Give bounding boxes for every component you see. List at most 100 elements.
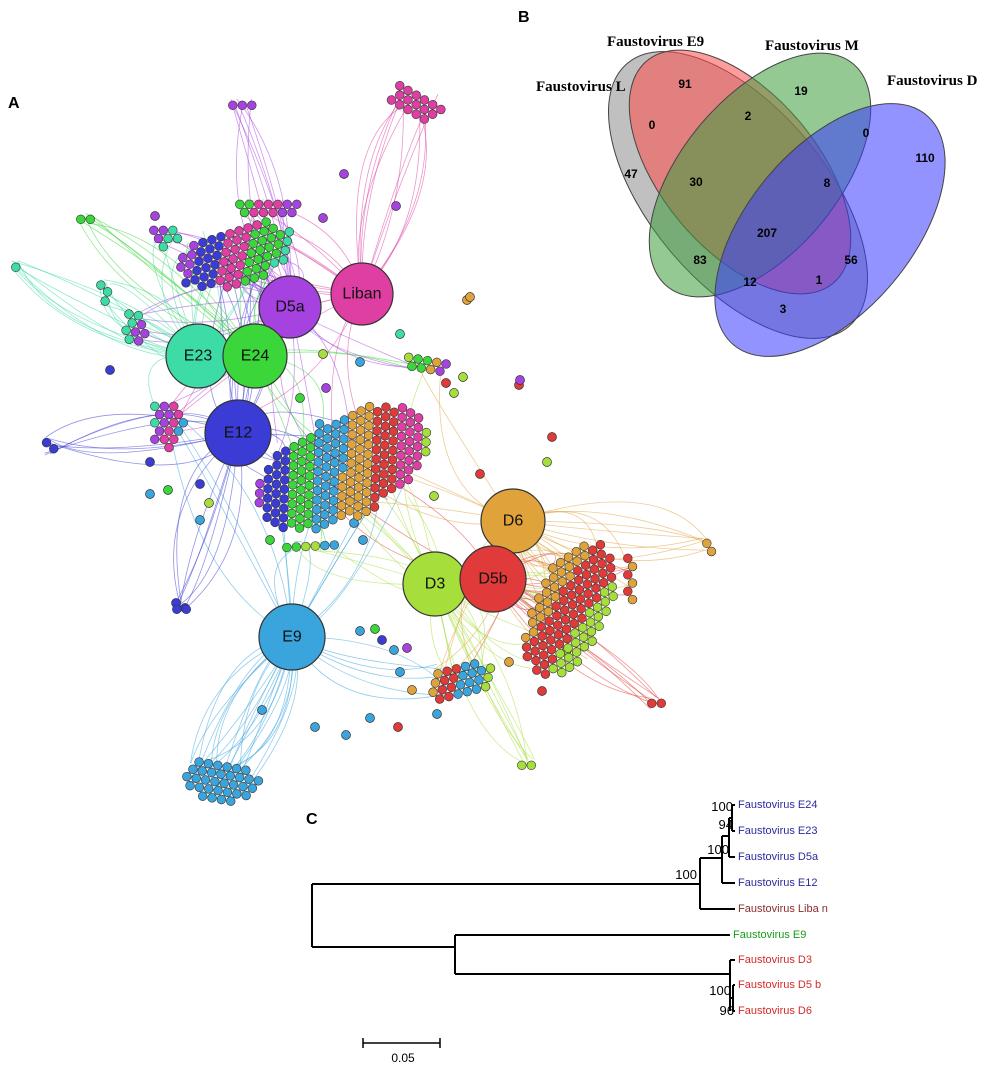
gene-node: [421, 437, 431, 447]
gene-node: [396, 441, 406, 451]
gene-node: [480, 682, 491, 692]
gene-node: [297, 437, 308, 448]
gene-node: [194, 782, 205, 792]
hub-liban: Liban: [330, 262, 394, 326]
gene-node: [397, 422, 407, 432]
venn-count-e9-d: 56: [844, 253, 858, 267]
gene-node: [465, 677, 475, 688]
network-edge: [434, 583, 526, 765]
venn-count-m-d: 0: [863, 126, 870, 140]
gene-node: [380, 431, 390, 441]
gene-node: [559, 595, 569, 606]
gene-node: [258, 270, 269, 280]
gene-node: [347, 439, 357, 449]
gene-node: [295, 513, 305, 524]
gene-node: [563, 552, 574, 562]
gene-node: [282, 236, 293, 246]
gene-node: [377, 635, 387, 645]
gene-node: [419, 114, 430, 124]
gene-node: [551, 601, 561, 611]
gene-node: [280, 475, 290, 485]
gene-node: [173, 409, 184, 420]
gene-node: [153, 233, 164, 244]
gene-node: [168, 225, 178, 236]
gene-node: [355, 626, 365, 636]
gene-node: [413, 432, 423, 442]
gene-node: [178, 253, 188, 263]
gene-node: [288, 470, 298, 481]
gene-node: [393, 722, 403, 732]
gene-node: [370, 473, 381, 484]
gene-node: [136, 319, 147, 330]
gene-node: [254, 488, 265, 498]
gene-cluster: [149, 225, 183, 252]
gene-node: [313, 447, 324, 458]
venn-count-l-e9: 0: [649, 118, 656, 132]
gene-node: [561, 624, 572, 634]
gene-node: [521, 642, 532, 652]
tree-leaf-e24: Faustovirus E24: [738, 799, 817, 811]
venn-count-e9-m: 2: [745, 109, 752, 123]
gene-node: [208, 269, 218, 279]
gene-node: [372, 435, 382, 445]
hub-e9-node: [258, 603, 326, 671]
hub-d5b: D5b: [459, 545, 527, 613]
gene-node: [234, 772, 245, 783]
gene-node: [296, 466, 307, 476]
gene-node: [187, 250, 197, 260]
gene-node: [281, 446, 291, 456]
gene-node: [536, 621, 546, 632]
gene-node: [304, 480, 314, 491]
gene-node: [370, 483, 380, 493]
tree-branches: [311, 804, 735, 1012]
hub-d5b-label: D5b: [478, 571, 507, 588]
gene-node: [379, 459, 389, 470]
gene-node: [361, 487, 372, 498]
gene-node: [339, 169, 349, 179]
venn-count-l-m: 83: [693, 253, 707, 267]
tree-leaf-liban: Faustovirus Liba n: [738, 903, 828, 915]
gene-node: [239, 241, 249, 252]
hub-e23-label: E23: [184, 348, 213, 365]
gene-cluster: [182, 757, 264, 806]
gene-node: [605, 563, 616, 573]
gene-node: [235, 260, 245, 270]
gene-node: [537, 631, 547, 641]
gene-node: [313, 466, 323, 477]
gene-node: [261, 217, 271, 227]
gene-node: [364, 411, 374, 421]
gene-node: [280, 456, 291, 466]
gene-node: [253, 776, 264, 786]
gene-node: [419, 104, 430, 115]
gene-node: [198, 237, 208, 248]
gene-node: [580, 550, 590, 561]
gene-node: [552, 610, 562, 621]
gene-node: [310, 722, 320, 732]
gene-node: [150, 434, 160, 444]
gene-node: [321, 471, 331, 482]
gene-node: [403, 465, 414, 475]
gene-node: [305, 442, 316, 453]
gene-node: [435, 694, 445, 704]
hub-d3-label: D3: [425, 576, 446, 593]
tree-leaf-e12: Faustovirus E12: [738, 877, 817, 889]
gene-node: [321, 452, 332, 463]
panel-b-letter: B: [518, 9, 530, 26]
gene-node: [411, 90, 421, 100]
gene-node: [353, 511, 363, 521]
gene-node: [158, 242, 169, 252]
hub-liban-node: [330, 262, 394, 326]
gene-node: [389, 417, 399, 427]
gene-node: [262, 493, 273, 503]
gene-node: [217, 266, 227, 276]
gene-node: [206, 767, 217, 778]
gene-node: [592, 602, 603, 612]
hub-e24: E24: [222, 323, 288, 389]
gene-node: [263, 464, 274, 475]
gene-node: [702, 538, 712, 548]
gene-node: [405, 417, 415, 428]
gene-node: [259, 226, 269, 237]
gene-node: [275, 230, 285, 240]
gene-node: [225, 771, 236, 781]
gene-node: [521, 632, 531, 643]
